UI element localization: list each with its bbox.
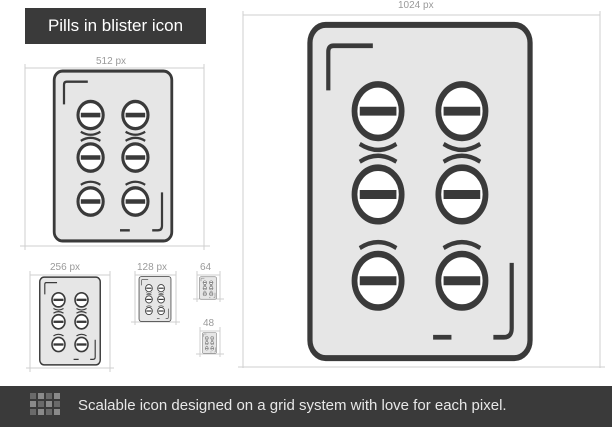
page-title: Pills in blister icon: [47, 16, 184, 35]
pills-blister-icon-256: [38, 275, 102, 367]
pills-blister-icon-512: [43, 65, 183, 247]
title-badge: Pills in blister icon: [25, 8, 206, 44]
pills-blister-icon-48: [202, 332, 217, 354]
size-label-1024: 1024 px: [398, 0, 434, 11]
pills-blister-icon-64: [199, 276, 217, 300]
footer-text: Scalable icon designed on a grid system …: [78, 397, 507, 414]
size-label-128: 128 px: [137, 262, 168, 273]
footer-banner: Scalable icon designed on a grid system …: [0, 386, 612, 427]
pills-blister-icon-large: [289, 13, 551, 370]
size-label-512: 512 px: [96, 56, 127, 67]
size-label-64: 64: [200, 262, 212, 273]
pills-blister-icon-128: [138, 276, 172, 322]
grid-logo-icon: [30, 393, 60, 415]
size-label-48: 48: [203, 318, 215, 329]
size-label-256: 256 px: [50, 262, 81, 273]
